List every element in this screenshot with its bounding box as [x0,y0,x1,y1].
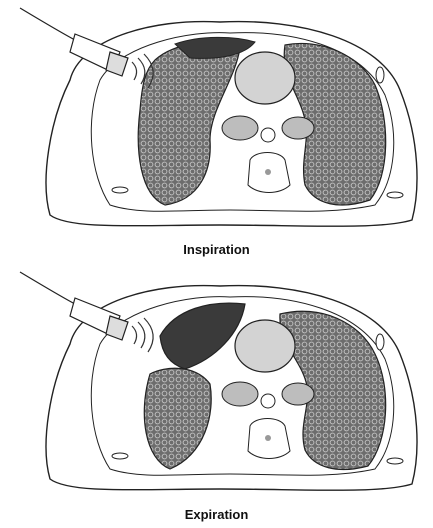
heart [235,320,295,372]
aorta [222,116,258,140]
inspiration-caption: Inspiration [0,242,433,257]
aorta [222,382,258,406]
rib [387,192,403,198]
vessel [282,117,314,139]
rib [112,453,128,459]
rib [112,187,128,193]
trachea [261,128,275,142]
heart [235,52,295,104]
vessel [282,383,314,405]
expiration-caption: Expiration [0,507,433,522]
rib [387,458,403,464]
thorax-cross-section-inspiration [0,0,433,240]
inspiration-panel: Inspiration [0,0,433,264]
expiration-panel: Expiration [0,264,433,528]
rib [376,67,384,83]
thorax-cross-section-expiration [0,264,433,504]
rib [376,334,384,350]
trachea [261,394,275,408]
